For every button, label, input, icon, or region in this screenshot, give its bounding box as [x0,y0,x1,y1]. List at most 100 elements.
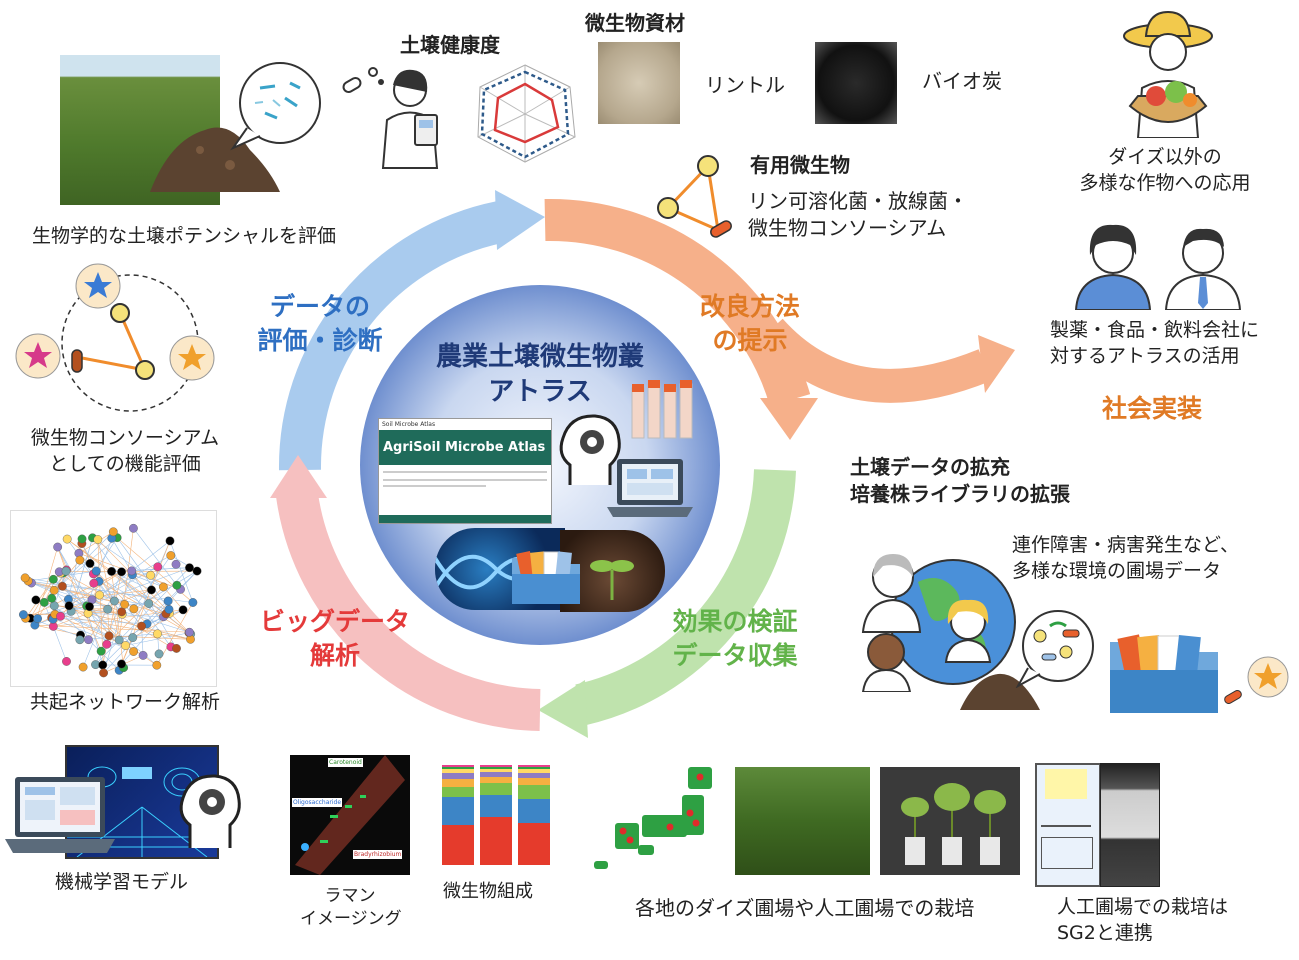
arrow-red-head [270,455,327,498]
people-icon [1074,224,1242,310]
microbe-network-icon [657,155,732,238]
raman-label-oligosaccharide: Oligosaccharide [292,798,343,807]
rintoru-photo [598,42,680,124]
label-crops-line2: 多様な作物への応用 [1079,171,1251,194]
composition-segment [442,773,474,779]
network-node [91,566,101,576]
network-edge [31,582,125,605]
network-node [188,598,198,607]
network-edge [107,609,110,636]
network-node [89,578,99,588]
label-composition: 微生物組成 [443,881,533,902]
arrow-green-head [538,680,588,738]
network-edge [163,586,184,611]
center-title-line2: アトラス [488,377,592,408]
brain-gear-icon-ml [179,774,241,848]
network-node [107,567,116,576]
composition-segment [442,797,474,825]
label-evaluate-line1: データの [269,292,370,321]
network-node [128,633,138,642]
network-edge [51,617,134,652]
network-node [166,551,176,560]
network-node [75,635,85,645]
radar-chart-icon [477,64,576,163]
label-environment: 連作障害・病害発生など、 多様な環境の圃場データ [1012,533,1239,584]
composition-segment [480,783,512,795]
scientist-icon [342,67,439,169]
center-title-line1: 農業土壌微生物叢 [435,342,644,372]
atlas-screen: Soil Microbe Atlas AgriSoil Microbe Atla… [378,418,552,524]
arrow-orange [544,198,811,407]
network-node [117,659,126,669]
atlas-screen-banner: AgriSoil Microbe Atlas [379,430,551,465]
composition-segment [518,765,550,767]
network-node [85,559,95,568]
label-verify-line1: 効果の検証 [672,607,798,636]
soybean-rows-photo [735,767,870,875]
network-node [31,595,41,605]
label-expand-line2: 培養株ライブラリの拡張 [850,482,1070,506]
network-edge [31,582,87,607]
raman-label-bradyrhizobium: Bradyrhizobium [353,850,403,859]
label-ml-model: 機械学習モデル [55,871,189,893]
label-industry-line2: 対するアトラスの活用 [1050,344,1240,367]
label-crops-line1: ダイズ以外の [1108,146,1222,168]
network-edge [34,624,81,636]
growth-chamber-photo [1100,763,1160,887]
network-node [53,542,63,552]
center-title: 農業土壌微生物叢 アトラス [400,340,680,410]
network-node [33,614,42,624]
laptop-icon [607,459,693,517]
network-edge [70,537,93,612]
arrow-orange-head [760,398,818,440]
network-node [85,602,94,612]
label-environment-line2: 多様な環境の圃場データ [1012,559,1222,582]
composition-segment [518,785,550,799]
network-node [62,534,72,544]
network-edge [116,537,170,610]
label-industry-line1: 製薬・食品・飲料会社に [1050,319,1260,341]
network-node [164,604,174,614]
network-node [153,562,163,572]
arrow-blue [278,201,505,471]
label-useful-microbes-line2: 微生物コンソーシアム [748,216,947,240]
potted-plants-svg [901,783,1006,865]
network-node [172,644,181,653]
network-node [146,570,156,580]
network-graph [10,510,217,687]
soil-mound-icon [150,127,280,192]
label-raman-line2: イメージング [300,908,402,929]
network-edge [132,609,184,638]
network-edge [87,613,104,666]
network-node [178,605,188,615]
microscope-bubble-icon-2 [1015,610,1094,688]
network-node [96,646,106,656]
network-edge [93,573,164,618]
seedling-icon [590,560,634,600]
label-crops: ダイズ以外の 多様な作物への応用 [1050,145,1280,196]
network-edge [86,566,158,607]
network-node [117,567,126,577]
arrow-orange-branch [757,318,992,403]
composition-segment [442,765,474,767]
network-node [77,534,87,544]
network-node [171,559,181,569]
label-useful-microbes-desc: リン可溶化菌・放線菌・ 微生物コンソーシアム [748,188,968,242]
network-edge [53,589,152,627]
raman-label-carotenoid: Carotenoid [328,758,363,767]
label-verify: 効果の検証 データ収集 [655,605,815,673]
network-node [185,563,194,573]
network-node [144,599,154,608]
network-edge [133,528,178,586]
label-evaluate: データの 評価・診断 [240,290,400,358]
artificial-field-diagram [1035,763,1101,887]
label-social-implementation: 社会実装 [1102,394,1203,423]
label-consortium: 微生物コンソーシアム としての機能評価 [20,426,230,477]
network-edge [35,599,191,640]
label-verify-line2: データ収集 [672,640,798,670]
network-edge [118,528,134,641]
label-sg2: 人工圃場での栽培は SG2と連携 [1057,895,1228,946]
test-tubes-icon [631,380,693,439]
farmer-icon [1123,10,1213,138]
composition-segment [480,765,512,767]
